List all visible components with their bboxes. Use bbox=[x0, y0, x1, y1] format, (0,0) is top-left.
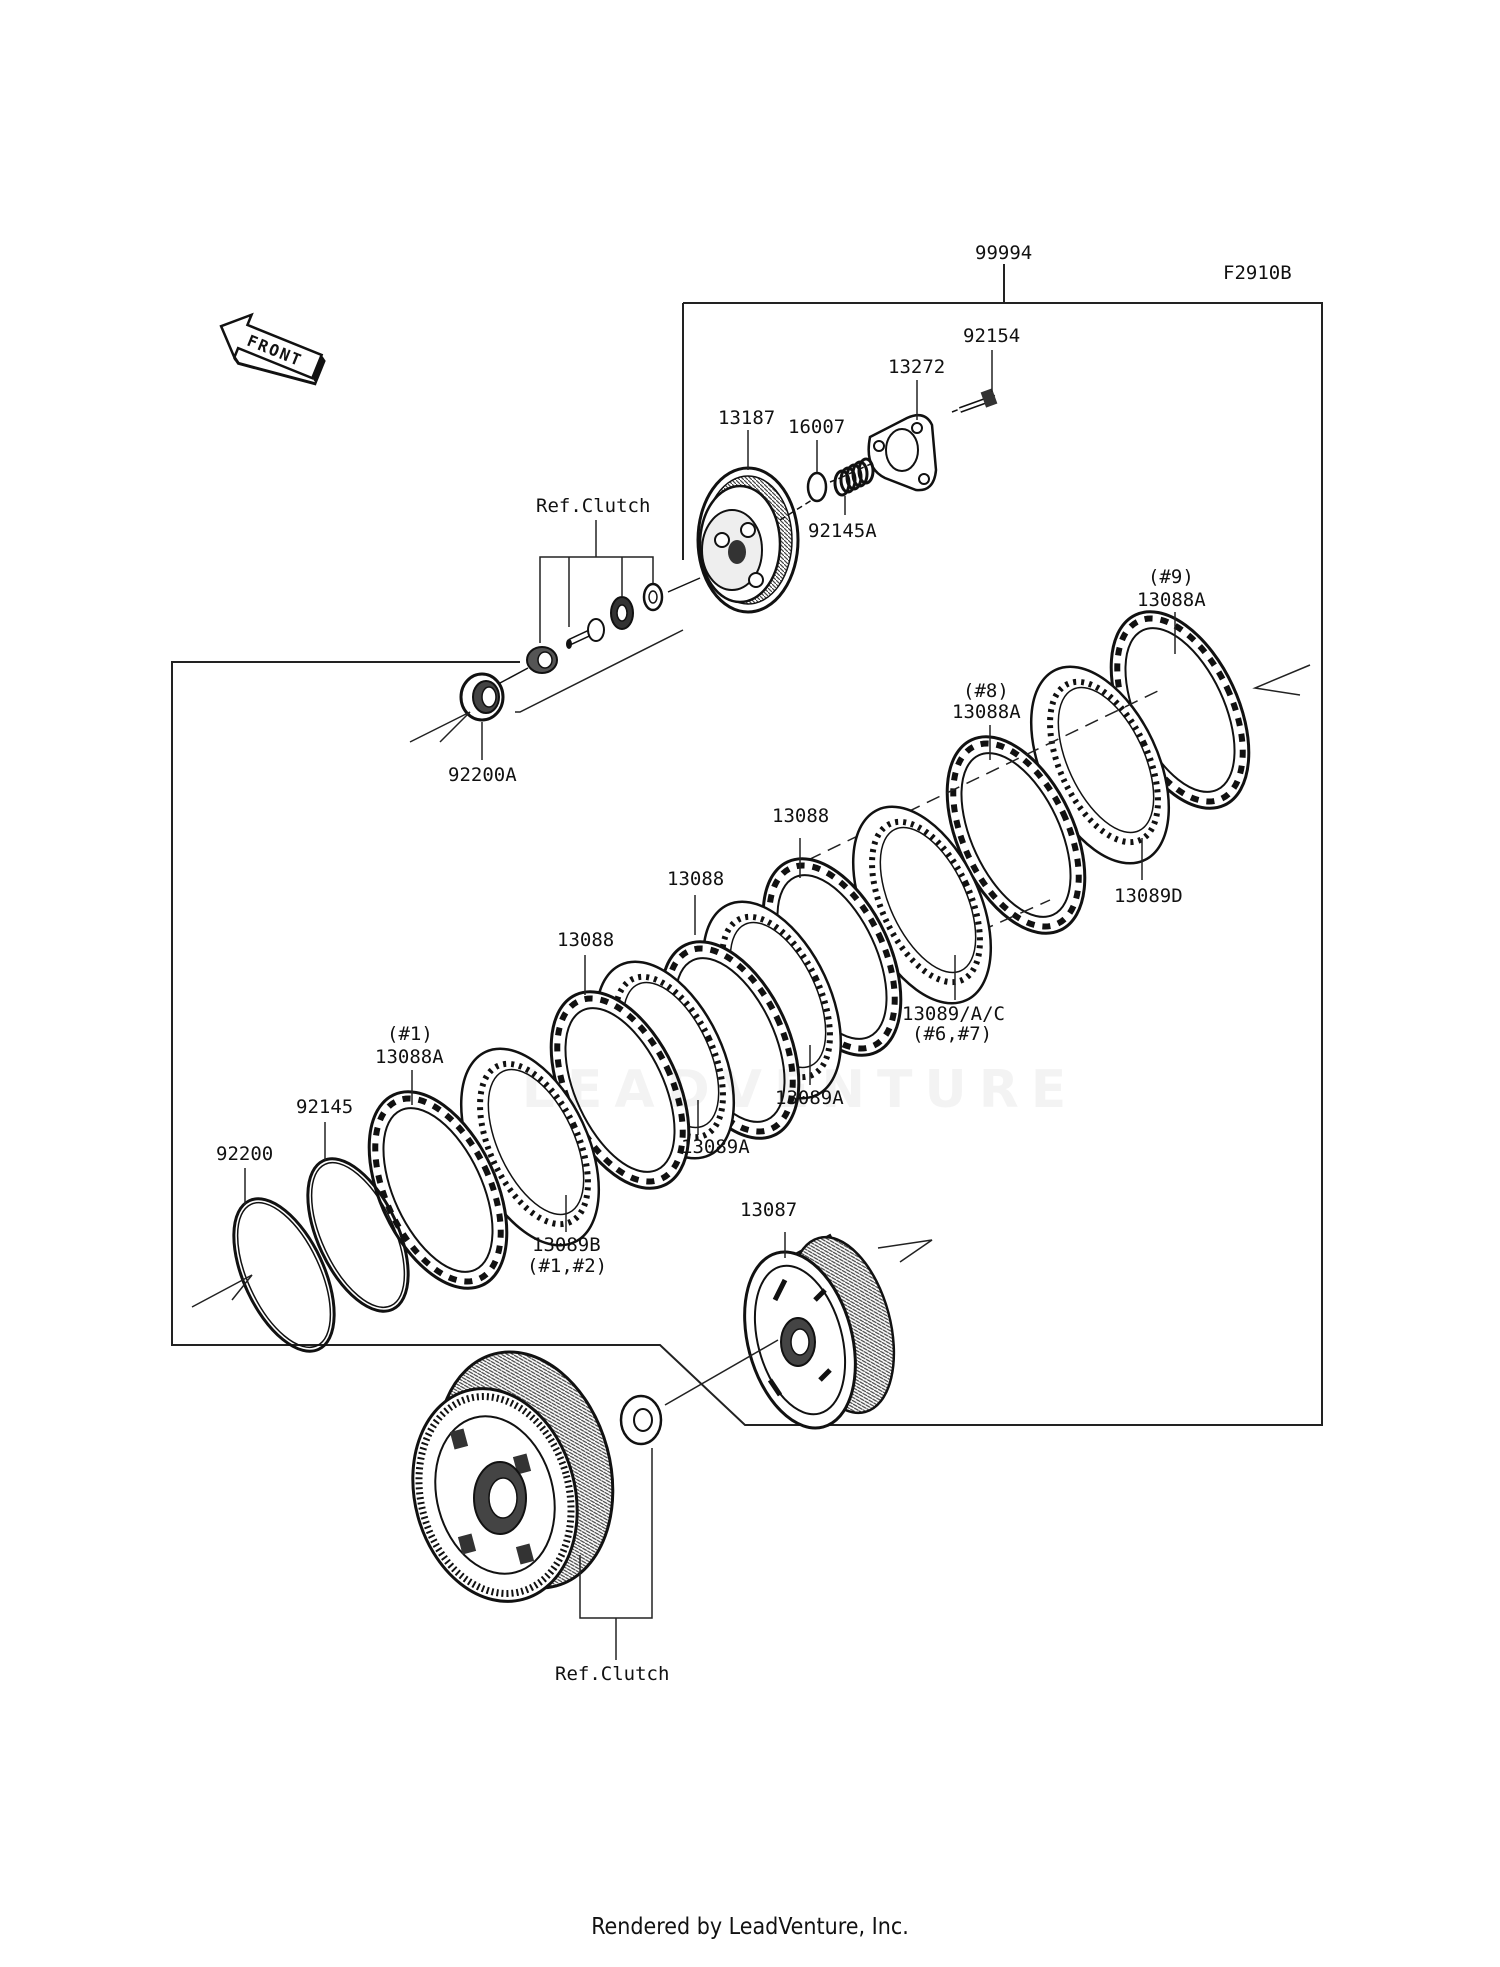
label-hash-6-7: (#6,#7) bbox=[912, 1023, 992, 1045]
seal-92200A bbox=[409, 672, 505, 743]
label-99994: 99994 bbox=[975, 242, 1032, 264]
spring-92145A bbox=[833, 457, 876, 497]
label-13187: 13187 bbox=[718, 407, 775, 429]
label-92154: 92154 bbox=[963, 325, 1020, 347]
friction-plate-13088-b bbox=[659, 940, 801, 1140]
wire-ring-92200 bbox=[232, 1197, 336, 1353]
ref-clutch-top-link bbox=[515, 629, 684, 713]
plate-axis-left bbox=[191, 1274, 253, 1308]
ring-16007 bbox=[806, 471, 841, 503]
assembly-outline bbox=[171, 302, 1323, 1426]
label-13088-c: 13088 bbox=[772, 805, 829, 827]
label-13089A-a: 13089A bbox=[681, 1136, 750, 1158]
label-ref-clutch-bottom: Ref.Clutch bbox=[555, 1663, 669, 1685]
label-ref-clutch-top: Ref.Clutch bbox=[536, 495, 650, 517]
front-arrow-icon: FRONT bbox=[219, 312, 326, 386]
clutch-housing bbox=[411, 1350, 615, 1603]
wire-ring-92145 bbox=[306, 1157, 410, 1313]
label-hash-1: (#1) bbox=[387, 1023, 433, 1045]
label-13088A-1: 13088A bbox=[375, 1046, 444, 1068]
footer-credit: Rendered by LeadVenture, Inc. bbox=[591, 1914, 909, 1940]
label-13087: 13087 bbox=[740, 1199, 797, 1221]
label-hash-9: (#9) bbox=[1148, 566, 1194, 588]
bolt-92154 bbox=[951, 388, 998, 413]
label-92145: 92145 bbox=[296, 1096, 353, 1118]
label-13088A-8: 13088A bbox=[952, 701, 1021, 723]
watermark: LEADVENTURE bbox=[520, 1060, 1080, 1120]
label-13272: 13272 bbox=[888, 356, 945, 378]
stack-dash-bottom bbox=[959, 899, 1051, 941]
thrust-washer bbox=[619, 1394, 663, 1446]
plate-axis-right bbox=[1252, 664, 1311, 696]
label-92200A: 92200A bbox=[448, 764, 517, 786]
label-92145A: 92145A bbox=[808, 520, 877, 542]
label-hash-8: (#8) bbox=[963, 680, 1009, 702]
pressure-plate-13187 bbox=[696, 466, 813, 614]
label-13089A-b: 13089A bbox=[775, 1087, 844, 1109]
clutch-hub-13087 bbox=[743, 1233, 933, 1430]
label-92200: 92200 bbox=[216, 1143, 273, 1165]
label-13088A-9: 13088A bbox=[1137, 589, 1206, 611]
label-13088-b: 13088 bbox=[667, 868, 724, 890]
label-diagram-code: F2910B bbox=[1223, 262, 1292, 284]
friction-plate-13088A-8 bbox=[945, 735, 1087, 935]
label-13089D: 13089D bbox=[1114, 885, 1183, 907]
label-13089B: 13089B bbox=[532, 1234, 601, 1256]
plate-13272 bbox=[867, 413, 938, 492]
label-13088-a: 13088 bbox=[557, 929, 614, 951]
ref-clutch-top-parts bbox=[499, 577, 701, 684]
label-hash-1-2: (#1,#2) bbox=[527, 1255, 607, 1277]
label-16007: 16007 bbox=[788, 416, 845, 438]
hub-axis-line bbox=[664, 1339, 779, 1406]
label-13089AC: 13089/A/C bbox=[902, 1003, 1005, 1025]
